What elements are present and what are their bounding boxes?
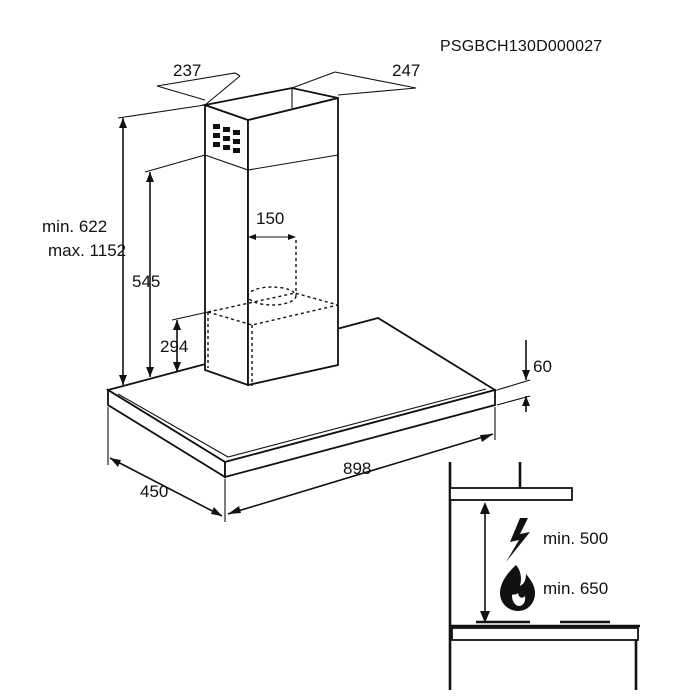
dim-canopy-depth: 450 (140, 482, 168, 501)
chimney-top (201, 87, 339, 121)
dim-canopy-thickness: 60 (533, 357, 552, 376)
hidden-duct (247, 240, 297, 306)
dim-duct-diameter: 150 (256, 209, 284, 228)
inset-hob (451, 627, 639, 641)
lightning-icon (506, 518, 530, 562)
dim-lower-box: 294 (160, 337, 188, 356)
dim-height-min: min. 622 (42, 217, 107, 236)
dim-height-max: max. 1152 (48, 241, 126, 260)
flame-icon (500, 565, 535, 611)
inset-hood (449, 487, 573, 501)
dimension-lines (107, 71, 531, 522)
clearance-gas: min. 650 (543, 579, 608, 598)
dim-upper-chimney: 545 (132, 272, 160, 291)
dim-canopy-width: 898 (343, 459, 371, 478)
vent-grille (213, 124, 240, 153)
hood-body (105, 87, 498, 479)
chimney-side (247, 96, 339, 387)
hidden-motor-box (207, 292, 339, 386)
dim-chimney-depth: 247 (392, 61, 420, 80)
clearance-electric: min. 500 (543, 529, 608, 548)
drawing-code: PSGBCH130D000027 (440, 38, 602, 55)
dim-chimney-width: 237 (173, 61, 201, 80)
canopy-side (224, 388, 496, 479)
clearance-inset (448, 462, 640, 690)
